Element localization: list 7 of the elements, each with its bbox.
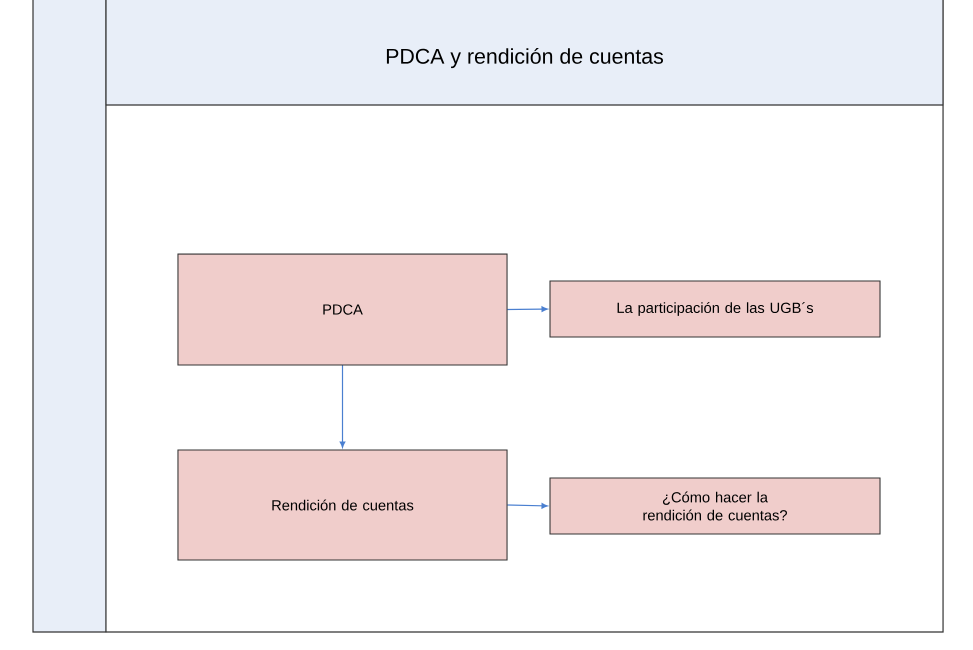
process-box: Rendición de cuentas [177, 449, 508, 561]
process-box: ¿Cómo hacer la rendición de cuentas? [549, 477, 881, 535]
arrow [508, 306, 548, 312]
arrow [340, 366, 346, 448]
process-box: PDCA [177, 254, 508, 366]
arrow [508, 503, 548, 509]
process-box: La participación de las UGB´s [549, 280, 881, 338]
